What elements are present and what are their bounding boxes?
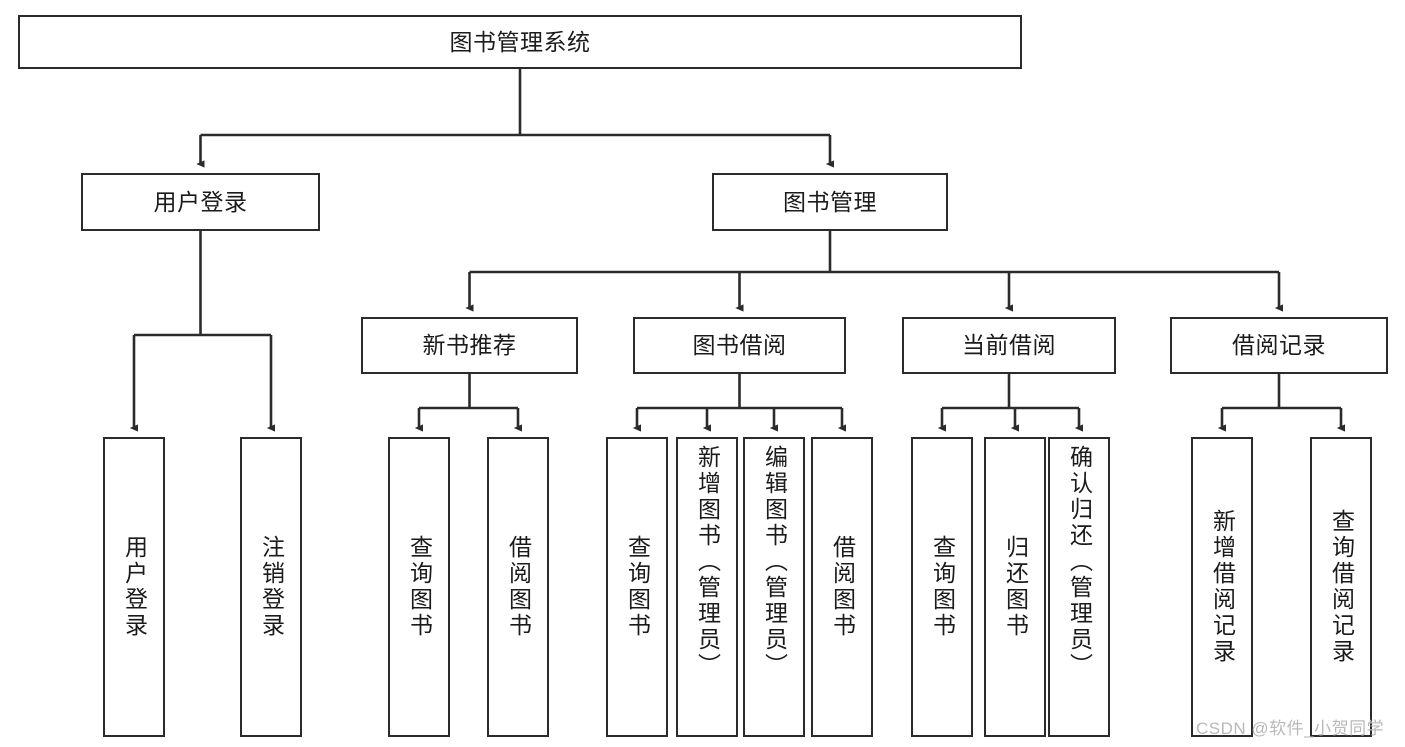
node-label-book-manage: 图书管理 — [783, 188, 877, 215]
node-label-leaf-logout: 注销登录 — [258, 535, 285, 639]
node-label-leaf-query-record: 查询借阅记录 — [1328, 509, 1355, 665]
node-leaf-query-book-3[interactable]: 查询图书 — [911, 437, 973, 737]
node-label-root: 图书管理系统 — [449, 28, 591, 55]
node-label-leaf-add-book: 新增图书（管理员） — [694, 445, 721, 679]
node-leaf-return-book[interactable]: 归还图书 — [984, 437, 1046, 737]
node-leaf-borrow-book-1[interactable]: 借阅图书 — [487, 437, 549, 737]
csdn-watermark: CSDN @软件_小贺同学 — [1196, 719, 1385, 738]
node-label-leaf-borrow-book-1: 借阅图书 — [505, 535, 532, 639]
node-leaf-logout[interactable]: 注销登录 — [240, 437, 302, 737]
node-label-leaf-query-book-2: 查询图书 — [624, 535, 651, 639]
node-label-user-login: 用户登录 — [153, 188, 248, 215]
node-label-borrow-record: 借阅记录 — [1232, 332, 1326, 359]
node-label-leaf-user-login: 用户登录 — [121, 535, 148, 639]
node-leaf-add-record[interactable]: 新增借阅记录 — [1191, 437, 1253, 737]
node-label-leaf-confirm-return: 确认归还（管理员） — [1066, 445, 1093, 679]
node-leaf-query-record[interactable]: 查询借阅记录 — [1310, 437, 1372, 737]
node-label-current-borrow: 当前借阅 — [962, 332, 1056, 359]
node-label-leaf-add-record: 新增借阅记录 — [1209, 509, 1236, 665]
node-leaf-add-book[interactable]: 新增图书（管理员） — [676, 437, 738, 737]
node-leaf-query-book-2[interactable]: 查询图书 — [606, 437, 668, 737]
node-leaf-edit-book[interactable]: 编辑图书（管理员） — [743, 437, 805, 737]
node-label-leaf-borrow-book-2: 借阅图书 — [829, 535, 856, 639]
node-leaf-confirm-return[interactable]: 确认归还（管理员） — [1048, 437, 1110, 737]
node-root[interactable]: 图书管理系统 — [18, 15, 1022, 69]
node-label-leaf-query-book-3: 查询图书 — [929, 535, 956, 639]
node-label-new-book-recommend: 新书推荐 — [422, 332, 517, 359]
node-label-leaf-edit-book: 编辑图书（管理员） — [761, 445, 788, 679]
node-new-book-recommend[interactable]: 新书推荐 — [361, 317, 578, 374]
node-borrow-record[interactable]: 借阅记录 — [1170, 317, 1388, 374]
connector-lines — [129, 69, 1346, 432]
node-leaf-borrow-book-2[interactable]: 借阅图书 — [811, 437, 873, 737]
node-leaf-user-login[interactable]: 用户登录 — [103, 437, 165, 737]
node-current-borrow[interactable]: 当前借阅 — [902, 317, 1116, 374]
node-label-leaf-query-book-1: 查询图书 — [406, 535, 433, 639]
node-label-leaf-return-book: 归还图书 — [1002, 535, 1029, 639]
node-book-manage[interactable]: 图书管理 — [712, 173, 948, 231]
node-book-borrow[interactable]: 图书借阅 — [633, 317, 846, 374]
node-user-login[interactable]: 用户登录 — [81, 173, 320, 231]
node-label-book-borrow: 图书借阅 — [692, 332, 787, 359]
node-leaf-query-book-1[interactable]: 查询图书 — [388, 437, 450, 737]
